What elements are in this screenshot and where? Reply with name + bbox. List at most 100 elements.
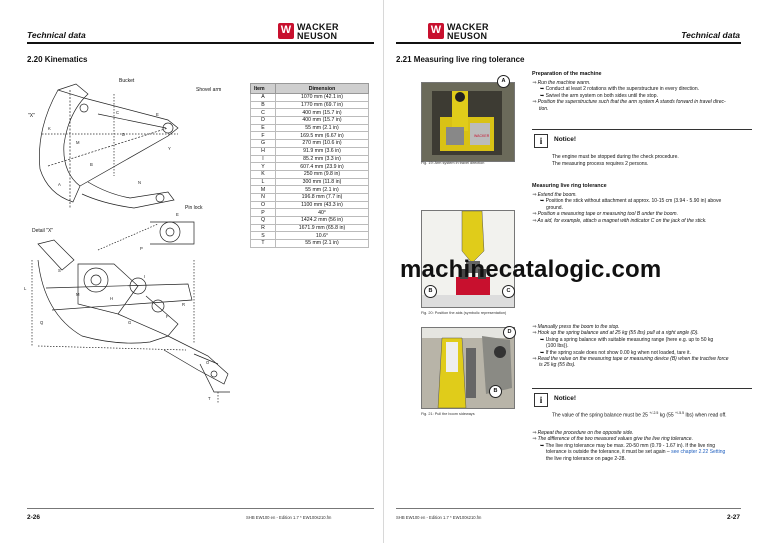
- instruction-step: ⇒ Repeat the procedure on the opposite s…: [532, 430, 634, 436]
- svg-text:Y: Y: [168, 146, 171, 151]
- instruction-bullet: ➥ The live ring tolerance may be max. 20…: [540, 443, 715, 449]
- instruction-step: ⇒ Read the value on the measuring tape o…: [532, 356, 729, 362]
- cell-dimension: 400 mm (15.7 in): [275, 116, 369, 125]
- figure-21-photo: [421, 327, 515, 409]
- instruction-text: (100 lbs)).: [546, 343, 569, 350]
- notice-2-sup-1: +/-2.5: [649, 411, 659, 415]
- page-number: 2-26: [27, 514, 41, 521]
- arrow-bullet-icon: ➥: [540, 198, 546, 205]
- footer-text: SHB EW100 en - Edition 1.7 * EW100s210.f…: [396, 515, 482, 520]
- label-x-mark: "X": [28, 113, 35, 119]
- svg-text:P: P: [140, 246, 143, 251]
- arrow-bullet-icon: ➥: [540, 442, 546, 449]
- logo-word-2: NEUSON: [447, 31, 488, 41]
- footer-text: SHB EW100 en - Edition 1.7 * EW100s210.f…: [246, 515, 332, 520]
- instruction-text: Read the value on the measuring tape or …: [537, 356, 729, 362]
- cell-item: M: [250, 185, 276, 194]
- callout-a: A: [497, 75, 510, 88]
- svg-text:I: I: [144, 274, 145, 279]
- right-page: WACKER NEUSON Technical data 2.21 Measur…: [384, 0, 768, 543]
- cell-item: T: [250, 239, 276, 248]
- measuring-aids-illustration: [422, 211, 514, 307]
- header-dimension: Dimension: [275, 83, 369, 94]
- arrow-step-icon: ⇒: [532, 356, 538, 362]
- chapter-link[interactable]: see chapter 2.22 Setting: [671, 449, 726, 456]
- notice-2-text-c: lbs) when read off.: [684, 412, 727, 419]
- notice-2-title: Notice!: [554, 395, 577, 402]
- header-title: Technical data: [681, 30, 740, 40]
- figure-19-photo: WACKER: [421, 82, 515, 162]
- instruction-step: ⇒ Hook up the spring balance and at 25 k…: [532, 330, 699, 336]
- instruction-bullet: ➥ Conduct at least 2 rotations with the …: [540, 86, 699, 92]
- footer-rule: [27, 508, 374, 509]
- instruction-text: Swivel the arm system on both sides unti…: [545, 92, 658, 99]
- arrow-bullet-icon: ➥: [540, 92, 546, 99]
- bucket-shape: [39, 89, 85, 203]
- notice-2-text-a: The value of the spring balance must be …: [552, 412, 650, 419]
- cell-item: F: [250, 131, 276, 141]
- instruction-step: ⇒ The difference of the two measured val…: [532, 436, 693, 442]
- callout-c: C: [502, 285, 515, 298]
- header-title: Technical data: [27, 30, 86, 40]
- instruction-text: The live ring tolerance may be max. 20-5…: [545, 442, 716, 449]
- instruction-text: Repeat the procedure on the opposite sid…: [537, 430, 634, 436]
- instruction-continuation: (100 lbs)).: [546, 343, 569, 349]
- label-bucket: Bucket: [119, 78, 135, 84]
- instruction-text: Extend the boom.: [537, 192, 577, 198]
- svg-text:O: O: [206, 360, 210, 365]
- figure-20-caption: Fig. 20: Position the aids (symbolic rep…: [421, 311, 507, 315]
- cell-dimension: 607.4 mm (23.9 in): [275, 162, 369, 171]
- instruction-text: Position the stick without attachment at…: [545, 198, 722, 205]
- cell-item: S: [250, 231, 276, 241]
- instruction-bullet: ➥ Swivel the arm system on both sides un…: [540, 93, 658, 99]
- header-rule: [27, 42, 374, 44]
- instruction-step: ⇒ Run the machine warm.: [532, 80, 590, 86]
- svg-text:T: T: [208, 396, 211, 401]
- table-header-row: Item Dimension: [250, 83, 369, 94]
- prep-heading: Preparation of the machine: [532, 71, 602, 77]
- instruction-text: Hook up the spring balance and at 25 kg …: [537, 330, 699, 337]
- cell-dimension: 55 mm (2.1 in): [275, 185, 369, 194]
- instruction-continuation: the live ring tolerance on page 2-28.: [546, 456, 626, 462]
- cell-dimension: 1100 mm (43.3 in): [275, 200, 369, 210]
- arrow-step-icon: ⇒: [532, 211, 538, 218]
- svg-text:N: N: [138, 180, 141, 185]
- arrow-step-icon: ⇒: [532, 324, 538, 330]
- svg-text:C: C: [116, 110, 119, 115]
- svg-text:S: S: [58, 268, 61, 273]
- instruction-continuation: tion.: [539, 106, 548, 112]
- cell-item: C: [250, 108, 276, 118]
- notice-1-title: Notice!: [554, 136, 577, 143]
- brand-logo: WACKER NEUSON: [278, 21, 348, 41]
- notice-1-line-1: The engine must be stopped during the ch…: [552, 154, 679, 160]
- cell-dimension: 270 mm (10.6 in): [275, 139, 369, 148]
- cell-item: Q: [250, 216, 276, 225]
- cell-item: A: [250, 93, 276, 102]
- cell-dimension: 10.6°: [275, 231, 369, 241]
- cell-dimension: 400 mm (15.7 in): [275, 108, 369, 118]
- svg-text:E: E: [156, 112, 159, 117]
- notice-1-line-2: The measuring process requires 2 persons…: [552, 160, 649, 167]
- notice-2: i Notice!: [532, 388, 752, 411]
- figure-19-caption: Fig. 19: Arm system in travel direction: [421, 161, 485, 165]
- logo-word-2: NEUSON: [297, 31, 338, 41]
- page-gutter: [383, 0, 384, 543]
- cell-item: R: [250, 223, 276, 233]
- instruction-step: ⇒ Position a measuring tape or measuring…: [532, 211, 678, 217]
- watermark-text: machinecatalogic.com: [400, 256, 662, 283]
- callout-b: B: [424, 285, 437, 298]
- callout-b-2: B: [489, 385, 502, 398]
- figure-21-caption: Fig. 21: Pull the boom sideways: [421, 412, 475, 416]
- section-title: 2.20 Kinematics: [27, 55, 88, 64]
- wacker-neuson-logo-icon: [278, 23, 294, 39]
- instruction-text: Run the machine warm.: [537, 80, 591, 86]
